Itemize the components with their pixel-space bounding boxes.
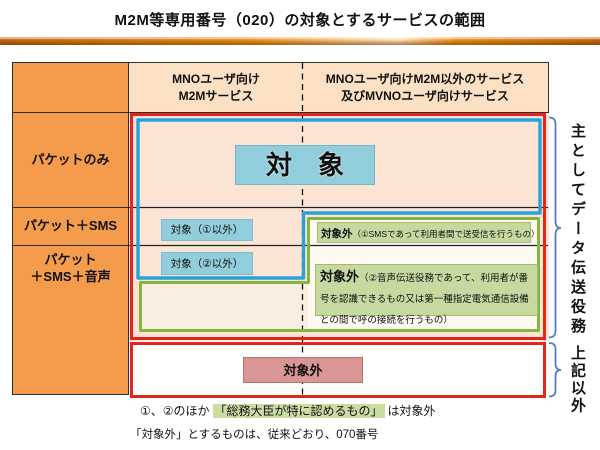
column-header-line: MNOユーザ向けM2M以外のサービス	[325, 72, 525, 87]
excluded-bottom-box: 対象外	[243, 357, 363, 383]
row-header-packet-only: パケットのみ	[12, 112, 129, 208]
row-header-packet-sms-voice: パケット ＋SMS＋音声	[12, 245, 129, 395]
footnote-minister: ①、②のほか「総務大臣が特に認めるもの」は対象外	[140, 402, 436, 419]
footnote-070-number: 「対象外」とするものは、従来どおり、070番号	[130, 429, 379, 441]
excluded-detail: （①SMSであって利用者間で送受信を行うもの）	[352, 229, 540, 239]
column-header-non-m2m-mvno: MNOユーザ向けM2M以外のサービス 及びMVNOユーザ向けサービス	[302, 62, 549, 113]
footnote-suffix: は対象外	[387, 404, 436, 418]
column-header-mno-m2m: MNOユーザ向け M2Mサービス	[128, 62, 303, 113]
excluded-voice-box: 対象外（②音声伝送役務であって、利用者が番号を認識できるもの又は第一種指定電気通…	[315, 264, 538, 326]
title-divider-bar	[0, 37, 600, 45]
excluded-label: 対象外	[321, 228, 353, 240]
target-except-1-box: 対象（①以外）	[161, 219, 253, 241]
side-label-data-transmission: 主としてデータ伝送役務	[569, 122, 586, 338]
row-header-packet-sms: パケット＋SMS	[12, 207, 129, 246]
excluded-detail: （②音声伝送役務であって、利用者が番号を認識できるもの又は第一種指定電気通信設備…	[320, 273, 529, 326]
excluded-sms-box: 対象外（①SMSであって利用者間で送受信を行うもの）	[317, 222, 540, 243]
bracket-data-transmission	[548, 116, 562, 339]
corner-cell	[12, 62, 129, 113]
column-header-line: 及びMVNOユーザ向けサービス	[341, 88, 509, 103]
column-header-line: M2Mサービス	[178, 88, 254, 103]
target-except-2-box: 対象（②以外）	[161, 252, 253, 275]
column-header-line: MNOユーザ向け	[172, 72, 260, 87]
footnote-prefix: ①、②のほか	[140, 404, 210, 418]
target-box: 対 象	[235, 145, 375, 185]
footnote-highlight: 「総務大臣が特に認めるもの」	[212, 404, 385, 418]
bracket-others	[548, 342, 562, 398]
excluded-label: 対象外	[320, 269, 360, 284]
page-title: M2M等専用番号（020）の対象とするサービスの範囲	[114, 12, 486, 29]
side-label-others: 上記以外	[569, 345, 586, 415]
